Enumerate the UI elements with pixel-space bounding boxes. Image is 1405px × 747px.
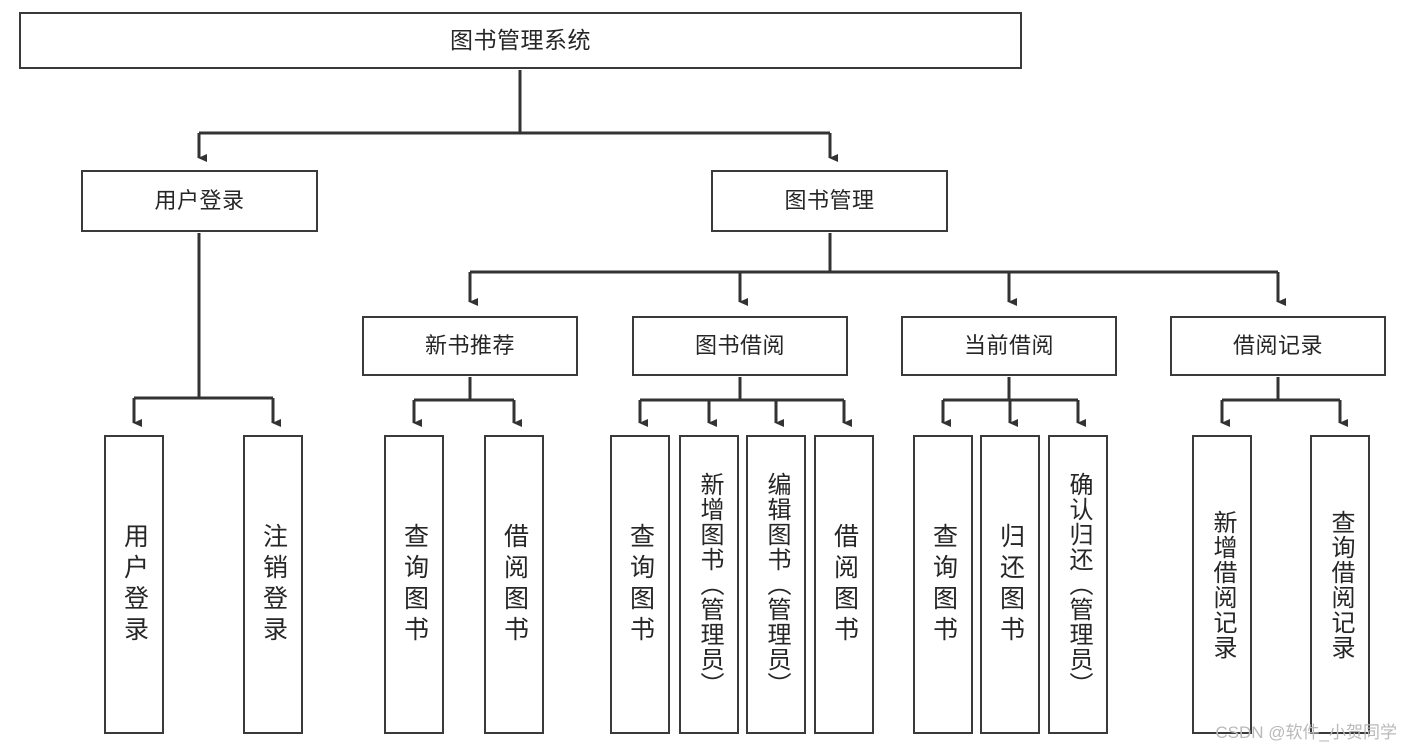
edge-group-new-book-recommend	[412, 377, 522, 427]
edge-group-root	[197, 70, 838, 162]
node-leaf-return-book[interactable]: 归还图书	[980, 435, 1040, 734]
node-leaf-query-record-label: 查询借阅记录	[1327, 509, 1354, 660]
node-leaf-query-book-borrow-label: 查询图书	[626, 522, 655, 647]
node-leaf-edit-book[interactable]: 编辑图书（管理员）	[746, 435, 806, 734]
node-leaf-user-logout-label: 注销登录	[259, 522, 288, 647]
edge-group-current-borrow	[941, 377, 1086, 427]
node-root-label: 图书管理系统	[450, 27, 591, 53]
node-new-book-recommend-label: 新书推荐	[424, 333, 515, 358]
node-leaf-borrow-book-rec[interactable]: 借阅图书	[484, 435, 544, 734]
node-leaf-add-book-label: 新增图书（管理员）	[696, 472, 723, 697]
node-user-login[interactable]: 用户登录	[81, 170, 318, 232]
edge-group-book-manage	[468, 233, 1286, 306]
node-leaf-query-book-rec-label: 查询图书	[400, 522, 429, 647]
node-leaf-add-record-label: 新增借阅记录	[1209, 509, 1236, 660]
node-book-manage-label: 图书管理	[784, 188, 875, 213]
node-leaf-query-book-cur-label: 查询图书	[929, 522, 958, 647]
node-leaf-query-book-rec[interactable]: 查询图书	[384, 435, 444, 734]
edge-group-user-login	[132, 233, 281, 427]
node-leaf-borrow-book-label: 借阅图书	[830, 522, 859, 647]
edge-group-borrow-record	[1220, 377, 1348, 427]
node-leaf-user-login[interactable]: 用户登录	[104, 435, 164, 734]
csdn-watermark: CSDN @软件_小贺同学	[1215, 723, 1397, 742]
node-leaf-add-book[interactable]: 新增图书（管理员）	[679, 435, 739, 734]
node-leaf-query-book-borrow[interactable]: 查询图书	[610, 435, 670, 734]
node-leaf-confirm-return-label: 确认归还（管理员）	[1065, 472, 1092, 697]
node-leaf-query-book-cur[interactable]: 查询图书	[913, 435, 973, 734]
node-borrow-record[interactable]: 借阅记录	[1170, 316, 1386, 376]
node-root-system[interactable]: 图书管理系统	[19, 12, 1022, 69]
node-leaf-query-record[interactable]: 查询借阅记录	[1310, 435, 1370, 734]
node-leaf-borrow-book-rec-label: 借阅图书	[500, 522, 529, 647]
node-book-manage[interactable]: 图书管理	[711, 170, 948, 232]
node-current-borrow[interactable]: 当前借阅	[901, 316, 1117, 376]
node-book-borrow[interactable]: 图书借阅	[632, 316, 848, 376]
node-new-book-recommend[interactable]: 新书推荐	[362, 316, 578, 376]
node-leaf-user-login-label: 用户登录	[120, 522, 149, 647]
node-borrow-record-label: 借阅记录	[1232, 333, 1323, 358]
node-leaf-add-record[interactable]: 新增借阅记录	[1192, 435, 1252, 734]
node-leaf-return-book-label: 归还图书	[996, 522, 1025, 647]
node-leaf-edit-book-label: 编辑图书（管理员）	[763, 472, 790, 697]
node-leaf-user-logout[interactable]: 注销登录	[243, 435, 303, 734]
node-current-borrow-label: 当前借阅	[963, 333, 1054, 358]
node-leaf-confirm-return[interactable]: 确认归还（管理员）	[1048, 435, 1108, 734]
edge-group-book-borrow	[638, 377, 852, 427]
node-user-login-label: 用户登录	[154, 188, 245, 213]
node-leaf-borrow-book[interactable]: 借阅图书	[814, 435, 874, 734]
node-book-borrow-label: 图书借阅	[694, 333, 785, 358]
